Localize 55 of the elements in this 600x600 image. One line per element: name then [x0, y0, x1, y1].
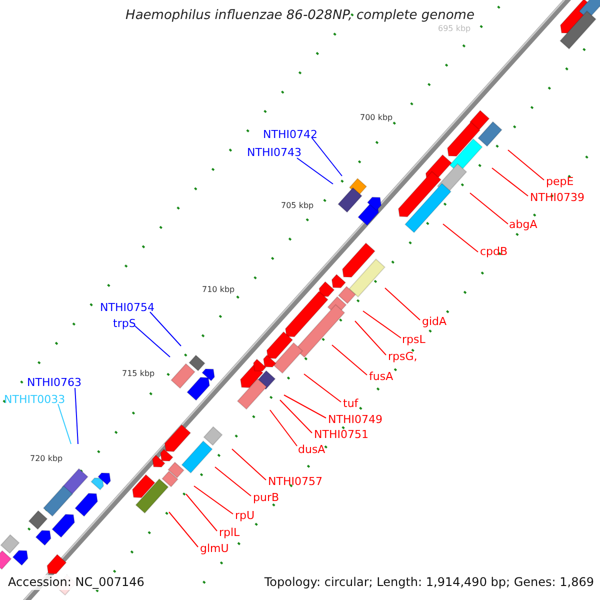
leader-line	[194, 486, 234, 514]
leader-line	[232, 448, 266, 480]
leader-line	[280, 400, 312, 434]
leader-line	[284, 394, 326, 418]
genome-info-text: Topology: circular; Length: 1,914,490 bp; Genes: 1,869	[264, 575, 594, 590]
gene-label: NTHI0763	[27, 376, 82, 389]
scale-label: 705 kbp	[281, 200, 314, 212]
leader-line	[270, 410, 298, 446]
gene-label: rpsL	[402, 333, 426, 346]
gene-label: tuf	[343, 397, 358, 410]
leader-line	[492, 168, 528, 196]
leader-line	[362, 310, 402, 338]
accession-text: Accession: NC_007146	[8, 575, 144, 590]
leader-line	[442, 224, 478, 252]
gene-label: glmU	[200, 542, 229, 555]
gene-label: dusA	[298, 443, 326, 456]
scale-label: 695 kbp	[438, 23, 471, 35]
leader-line	[134, 326, 170, 358]
gene-label: rplL	[219, 526, 240, 539]
scale-label: 715 kbp	[122, 368, 155, 380]
leader-line	[470, 192, 508, 224]
gene-label: NTHI0757	[268, 475, 322, 488]
scale-label: 700 kbp	[360, 112, 393, 124]
gene-label: NTHI0751	[314, 428, 368, 441]
leader-line	[214, 466, 252, 496]
gene-label: pepE	[546, 175, 574, 188]
gene-label: NTHI0754	[100, 301, 154, 314]
leader-line	[74, 388, 78, 444]
leader-line	[312, 138, 342, 176]
leader-line	[354, 320, 386, 356]
gene-label: fusA	[369, 370, 394, 383]
leader-line	[58, 404, 72, 444]
gene-label: NTHIT0033	[4, 393, 66, 406]
leader-line	[150, 312, 182, 346]
gene-label: rpsG,	[388, 350, 418, 363]
scale-label: 710 kbp	[202, 284, 235, 296]
leader-line	[332, 344, 368, 376]
leader-line	[168, 512, 198, 548]
leader-line	[384, 288, 420, 320]
gene-label: abgA	[509, 218, 538, 231]
leader-line	[304, 374, 342, 402]
gene-label: NTHI0749	[328, 413, 382, 426]
gene-label: purB	[253, 491, 280, 504]
leader-line	[296, 158, 334, 184]
leader-line	[508, 150, 544, 180]
gene-label: trpS	[113, 317, 136, 330]
gene-label: NTHI0742	[263, 128, 318, 141]
gene-label: NTHI0743	[247, 146, 302, 159]
gene-label: NTHI0739	[530, 191, 584, 204]
scale-label: 720 kbp	[30, 453, 63, 465]
gene-label: gidA	[422, 315, 447, 328]
leader-line	[186, 494, 218, 532]
gene-label: rpU	[235, 509, 255, 522]
gene-label: cpdB	[480, 245, 508, 258]
title: Haemophilus influenzae 86-028NP, complete genome	[124, 9, 476, 22]
